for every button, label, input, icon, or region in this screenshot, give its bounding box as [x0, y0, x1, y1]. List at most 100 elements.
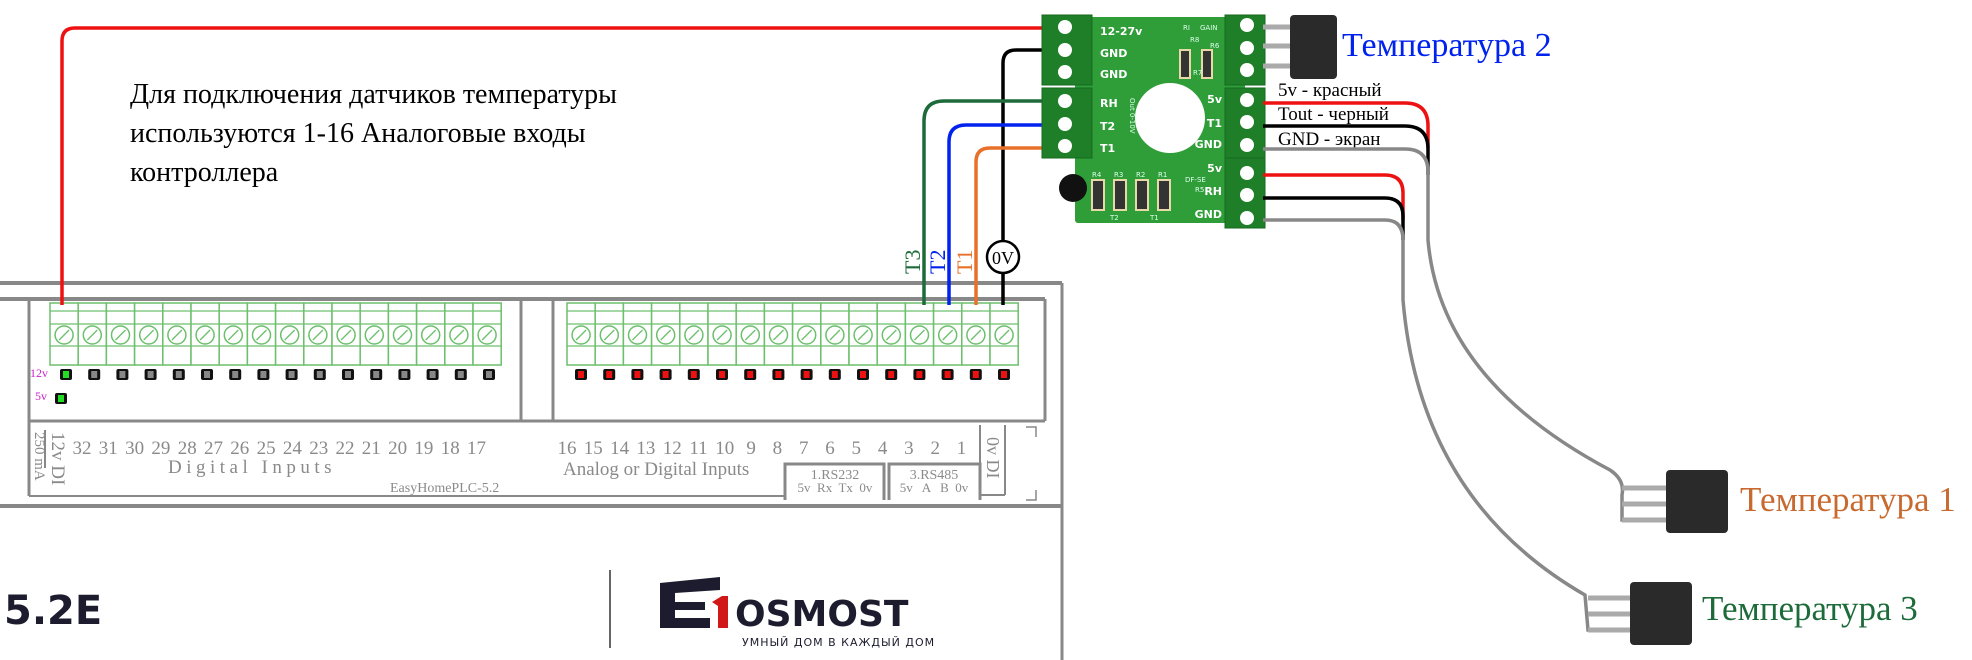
led-indicator: [659, 369, 672, 380]
led-indicator: [398, 369, 411, 380]
digital-terminal[interactable]: [246, 302, 277, 366]
led-indicator: [744, 369, 757, 380]
screw-icon: [740, 325, 761, 345]
led-indicator: [716, 369, 728, 380]
terminal-number: 30: [125, 438, 144, 459]
rs485-title: 3.RS485: [910, 468, 959, 483]
wire-t1-orange: [974, 146, 1046, 305]
pin-5v-a: 5v: [1207, 93, 1223, 106]
cable-1-red: [1263, 101, 1430, 148]
rs232-title: 1.RS232: [811, 468, 860, 483]
terminal-number: 32: [73, 438, 92, 459]
digital-terminal[interactable]: [49, 302, 79, 366]
logo-mark-icon: [660, 577, 720, 628]
led-indicator: [941, 369, 954, 380]
led-indicator: [285, 369, 298, 380]
analog-terminal[interactable]: [848, 302, 878, 366]
digital-terminal[interactable]: [359, 302, 390, 366]
silk-r2: R2: [1136, 171, 1145, 179]
led-indicator: [172, 369, 185, 380]
terminal-number: 26: [230, 438, 249, 459]
analog-terminal[interactable]: [820, 302, 850, 366]
digital-terminal[interactable]: [218, 302, 249, 366]
rs232-pins: 5v Rx Tx 0v: [798, 480, 873, 495]
led-indicator: [800, 369, 813, 380]
cable-3-shield: [1263, 218, 1605, 632]
rs485-pins: 5v A B 0v: [900, 480, 969, 495]
analog-terminal[interactable]: [763, 302, 794, 366]
silk-t1: T1: [1149, 214, 1159, 222]
analog-terminal[interactable]: [989, 302, 1019, 366]
led-indicator: [144, 369, 157, 380]
terminal-number: 8: [773, 438, 783, 459]
sensor-1-body-icon: [1666, 470, 1728, 533]
screw-icon: [223, 325, 244, 345]
sensor-1-label: Температура 1: [1740, 480, 1956, 519]
silk-r6: R6: [1210, 42, 1220, 50]
digital-terminal[interactable]: [105, 302, 136, 366]
silk-r7: R7: [1193, 69, 1202, 77]
screw-icon: [167, 325, 187, 345]
analog-terminal[interactable]: [735, 302, 766, 366]
terminal-number: 1: [957, 438, 967, 459]
sensor-2-label: Температура 2: [1342, 27, 1552, 64]
led-indicator: [342, 369, 354, 380]
digital-terminal[interactable]: [444, 302, 474, 366]
silk-t2: T2: [1109, 214, 1119, 222]
led-indicator: [913, 369, 926, 380]
analog-terminal[interactable]: [622, 302, 653, 366]
terminal-number: 19: [414, 438, 433, 459]
analog-terminal[interactable]: [650, 302, 681, 366]
analog-terminal[interactable]: [876, 302, 907, 366]
digital-terminal[interactable]: [162, 302, 192, 366]
screw-icon: [571, 325, 591, 345]
analog-terminal[interactable]: [679, 302, 709, 366]
terminal-number: 17: [467, 438, 486, 459]
analog-terminal[interactable]: [932, 302, 963, 366]
led-indicator: [257, 369, 270, 380]
digital-terminal[interactable]: [190, 302, 220, 366]
digital-terminal[interactable]: [77, 302, 108, 366]
digital-terminal[interactable]: [387, 302, 418, 366]
terminal-number: 22: [336, 438, 355, 459]
digital-terminal[interactable]: [331, 302, 361, 366]
pin-gnd-2: GND: [1100, 68, 1127, 81]
digital-terminal[interactable]: [133, 302, 164, 366]
screw-icon: [308, 325, 328, 345]
sensor-3-label: Температура 3: [1702, 589, 1918, 628]
analog-terminal[interactable]: [961, 302, 991, 366]
led-indicator: [857, 369, 869, 380]
led-indicator: [772, 369, 785, 380]
terminal-number: 6: [825, 438, 835, 459]
sensor-2-body-icon: [1290, 15, 1337, 79]
screw-icon: [937, 325, 958, 345]
ov-marker-circle: [985, 239, 1021, 275]
silk-ri: RI: [1183, 24, 1190, 32]
analog-terminal[interactable]: [791, 302, 822, 366]
screw-icon: [110, 325, 131, 345]
legend-tout: Tout - черный: [1278, 104, 1389, 125]
temperature-sensor-2: [1263, 15, 1337, 79]
digital-terminal[interactable]: [472, 302, 502, 366]
screw-icon: [392, 325, 413, 345]
analog-terminal[interactable]: [594, 302, 625, 366]
pin-t1: T1: [1100, 142, 1115, 155]
screw-icon: [138, 325, 159, 345]
terminal-number: 27: [204, 438, 223, 459]
analog-terminal[interactable]: [904, 302, 935, 366]
digital-terminal[interactable]: [303, 302, 333, 366]
led-indicator: [885, 369, 898, 380]
digital-terminal[interactable]: [415, 302, 446, 366]
led-indicator: [116, 369, 129, 380]
cable-3-red: [1263, 173, 1405, 220]
analog-terminal[interactable]: [566, 302, 596, 366]
led-indicator: [687, 369, 700, 380]
cable-1-black: [1263, 124, 1430, 175]
screw-icon: [684, 325, 704, 345]
analog-terminal[interactable]: [707, 302, 737, 366]
wire-t3-green: [922, 99, 1046, 305]
digital-terminal[interactable]: [274, 302, 305, 366]
screw-icon: [655, 325, 676, 345]
terminal-number: 10: [715, 438, 734, 459]
